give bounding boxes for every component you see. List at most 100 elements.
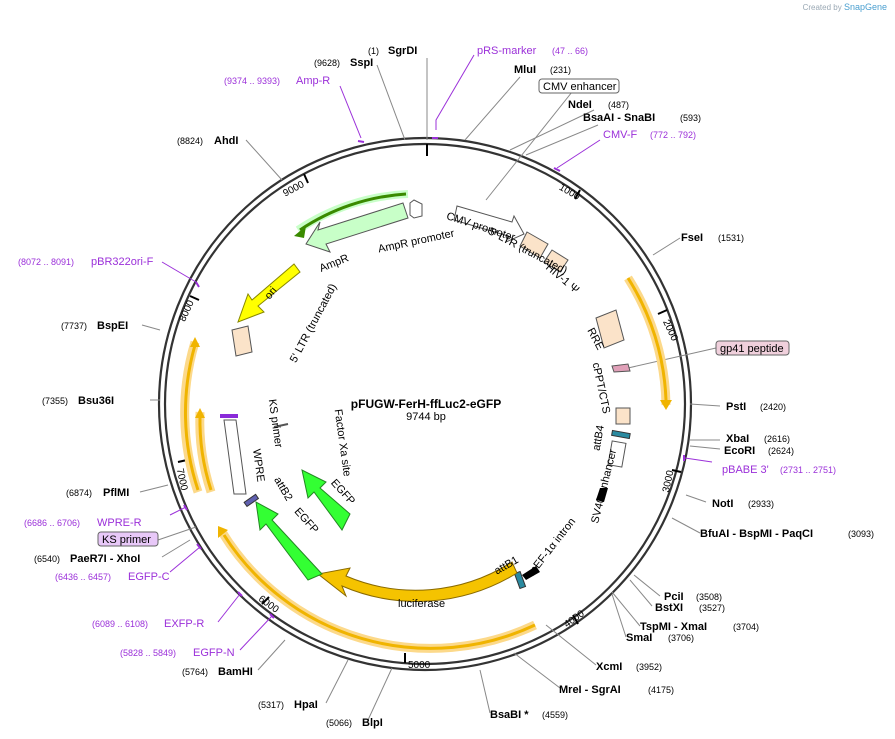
svg-text:SgrDI: SgrDI xyxy=(388,45,417,57)
svg-text:(5066): (5066) xyxy=(326,718,352,728)
enzyme-bsu36i[interactable]: (7355)Bsu36I xyxy=(42,395,114,407)
svg-text:(3527): (3527) xyxy=(699,603,725,613)
feature-arc-gp41-region xyxy=(624,275,671,406)
svg-text:PaeR7I - XhoI: PaeR7I - XhoI xyxy=(70,553,140,565)
primer-egfp-c[interactable]: (6436 .. 6457)EGFP-C xyxy=(55,571,170,583)
gp41-label[interactable]: gp41 peptide xyxy=(720,343,784,355)
egfp-feature-2[interactable] xyxy=(255,501,323,581)
gp41-feature[interactable] xyxy=(611,363,631,373)
svg-text:(231): (231) xyxy=(550,65,571,75)
primer-amp-r[interactable]: (9374 .. 9393)Amp-R xyxy=(224,75,330,87)
enzyme-fsei[interactable]: FseI(1531) xyxy=(681,232,744,244)
svg-text:(6686 .. 6706): (6686 .. 6706) xyxy=(24,518,80,528)
svg-text:(3706): (3706) xyxy=(668,633,694,643)
ampr-feature[interactable] xyxy=(305,202,409,253)
enzyme-noti[interactable]: NotI(2933) xyxy=(712,498,774,510)
svg-text:FseI: FseI xyxy=(681,232,703,244)
feature-connectors xyxy=(157,91,717,541)
enzyme-bstxi[interactable]: BstXI (3527) xyxy=(655,602,725,614)
label-wpre: WPRE xyxy=(250,448,266,482)
svg-text:BlpI: BlpI xyxy=(362,717,383,729)
egfp-feature-1[interactable] xyxy=(301,469,351,531)
enzyme-mrei[interactable]: MreI - SgrAI(4175) xyxy=(559,684,674,696)
enzyme-mlui[interactable]: MluI(231) xyxy=(514,64,571,76)
primer-exfp-r[interactable]: (6089 .. 6108)EXFP-R xyxy=(92,618,204,630)
ori-feature[interactable] xyxy=(237,263,301,323)
ampr-promoter-feature[interactable] xyxy=(409,199,423,219)
enzyme-pflmi[interactable]: (6874)PflMI xyxy=(66,487,129,499)
enzyme-hpai[interactable]: (5317)HpaI xyxy=(258,699,318,711)
enzyme-sgrdi[interactable]: (1)SgrDI xyxy=(368,45,417,57)
promoter-mark-feature xyxy=(596,488,608,502)
sv40-feature[interactable] xyxy=(607,440,627,468)
ampr-arc-head xyxy=(294,226,306,238)
enzyme-ndei[interactable]: NdeI(487) xyxy=(568,99,629,111)
svg-text:NotI: NotI xyxy=(712,498,733,510)
svg-text:XbaI: XbaI xyxy=(726,433,749,445)
hiv1-feature[interactable] xyxy=(543,249,569,273)
tick-label-9000: 9000 xyxy=(281,179,306,199)
primer-pbabe3[interactable]: pBABE 3'(2731 .. 2751) xyxy=(722,464,836,476)
enzyme-xcmi[interactable]: XcmI(3952) xyxy=(596,661,662,673)
ltr5-feature[interactable] xyxy=(519,231,549,259)
svg-text:(2616): (2616) xyxy=(764,434,790,444)
luciferase-feature[interactable] xyxy=(316,561,518,602)
attb4-feature[interactable] xyxy=(611,429,631,440)
svg-text:PflMI: PflMI xyxy=(103,487,129,499)
primer-prs-marker[interactable]: pRS-marker(47 .. 66) xyxy=(477,45,588,57)
enzyme-bamhi[interactable]: (5764)BamHI xyxy=(182,666,253,678)
rre-feature[interactable] xyxy=(595,309,625,349)
svg-text:(4175): (4175) xyxy=(648,685,674,695)
svg-text:CMV-F: CMV-F xyxy=(603,129,638,141)
wpre-feature[interactable] xyxy=(223,419,247,495)
orange-arc-left-b-head xyxy=(195,408,205,418)
cmv-promoter-feature[interactable] xyxy=(453,205,525,243)
ampr-arc xyxy=(299,192,407,232)
primer-pbr322ori-f[interactable]: (8072 .. 8091)pBR322ori-F xyxy=(18,256,154,268)
svg-text:TspMI - XmaI: TspMI - XmaI xyxy=(640,621,707,633)
primer-cmv-f[interactable]: CMV-F (772 .. 792) xyxy=(603,129,696,141)
enzyme-ahdi[interactable]: (8824)AhdI xyxy=(177,135,238,147)
plasmid-length: 9744 bp xyxy=(406,411,446,423)
enzyme-paer7i[interactable]: (6540)PaeR7I - XhoI xyxy=(34,553,140,565)
orange-arc-bottom-head xyxy=(218,526,228,538)
ks-primer-label[interactable]: KS primer xyxy=(102,534,151,546)
gp41-box xyxy=(715,340,790,356)
svg-text:(772 .. 792): (772 .. 792) xyxy=(650,130,696,140)
svg-text:(3093): (3093) xyxy=(848,529,874,539)
enzyme-labels: (1)SgrDI (9628)SspI MluI(231) NdeI(487) … xyxy=(34,45,874,729)
label-cppt: cPPT/CTS xyxy=(590,361,613,414)
enzyme-bfuai[interactable]: BfuAI - BspMI - PaqCI(3093) xyxy=(700,528,874,540)
svg-text:BspEI: BspEI xyxy=(97,320,128,332)
enzyme-pcii[interactable]: PciI(3508) xyxy=(664,591,722,603)
backbone-inner xyxy=(163,142,687,666)
orange-arc-right-head xyxy=(660,400,672,410)
svg-text:(4559): (4559) xyxy=(542,710,568,720)
primer-egfp-n[interactable]: (5828 .. 5849)EGFP-N xyxy=(120,647,235,659)
svg-text:(2731 .. 2751): (2731 .. 2751) xyxy=(780,465,836,475)
cppt-feature[interactable] xyxy=(615,407,631,425)
mef-intron-feature[interactable] xyxy=(522,566,540,580)
enzyme-bspei[interactable]: (7737)BspEI xyxy=(61,320,128,332)
ltr5b-feature[interactable] xyxy=(231,325,253,357)
enzyme-psti[interactable]: PstI(2420) xyxy=(726,401,786,413)
primer-wpre-r[interactable]: (6686 .. 6706)WPRE-R xyxy=(24,517,142,529)
enzyme-blpi[interactable]: (5066) BlpI xyxy=(326,717,383,729)
enzyme-connectors xyxy=(139,58,721,721)
svg-text:Amp-R: Amp-R xyxy=(296,75,330,87)
factorxa-feature[interactable] xyxy=(273,423,289,428)
enzyme-sspi[interactable]: (9628)SspI xyxy=(314,57,373,69)
enzyme-tspmi[interactable]: TspMI - XmaI(3704) xyxy=(640,621,759,633)
attb2-feature[interactable] xyxy=(243,493,260,508)
svg-text:(2624): (2624) xyxy=(768,446,794,456)
svg-text:(47 .. 66): (47 .. 66) xyxy=(552,46,588,56)
enzyme-smai[interactable]: SmaI(3706) xyxy=(626,632,694,644)
enzyme-ecori[interactable]: EcoRI(2624) xyxy=(724,445,794,457)
enzyme-xbai[interactable]: XbaI (2616) xyxy=(726,433,790,445)
svg-text:BstXI: BstXI xyxy=(655,602,683,614)
svg-text:(7355): (7355) xyxy=(42,396,68,406)
enzyme-bsabi[interactable]: BsaBI *(4559) xyxy=(490,709,568,721)
cmv-enhancer-label[interactable]: CMV enhancer xyxy=(543,81,617,93)
enzyme-bsaai[interactable]: BsaAI - SnaBI(593) xyxy=(583,112,701,124)
